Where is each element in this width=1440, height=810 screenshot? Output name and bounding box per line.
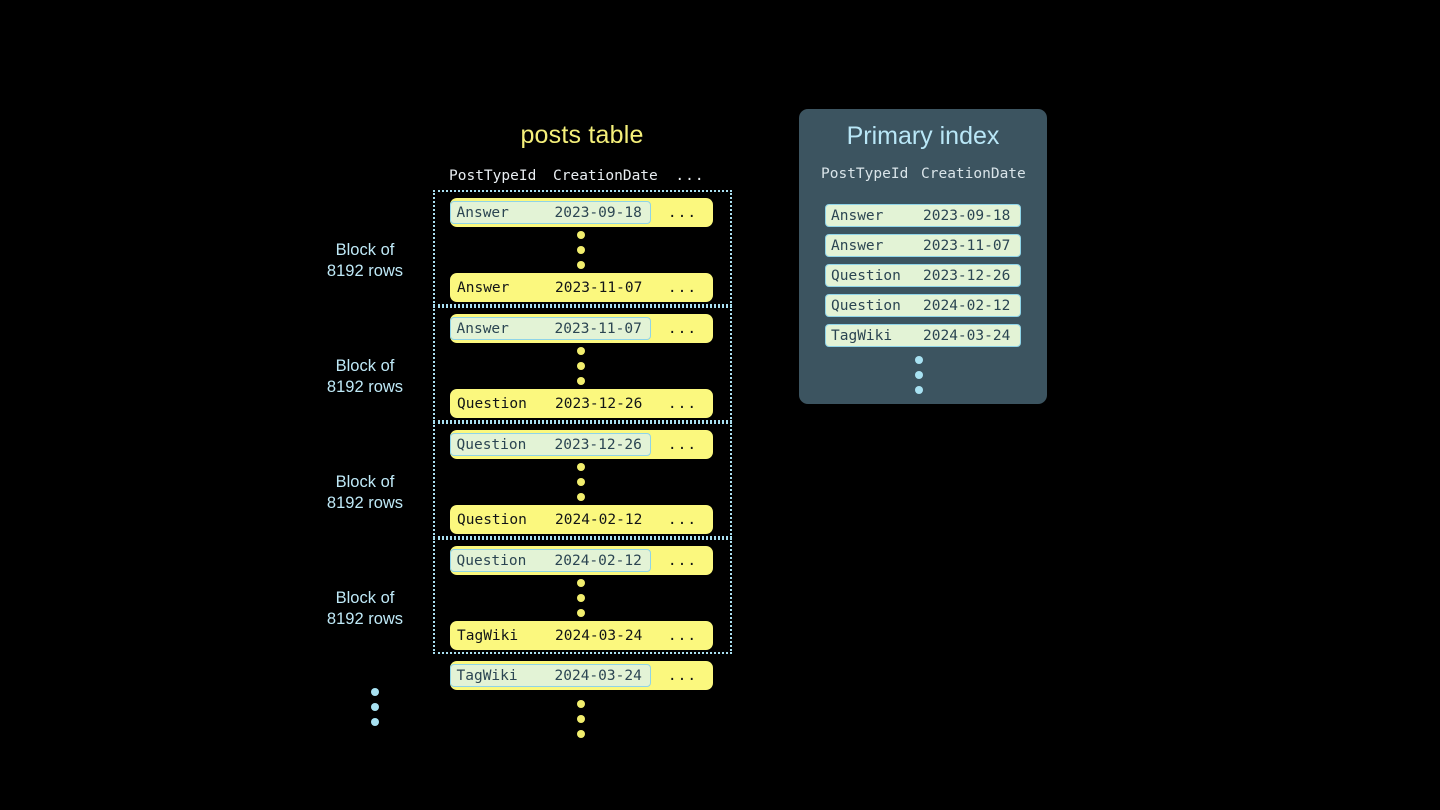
table-continuation-dots bbox=[577, 700, 586, 745]
table-row[interactable]: Answer 2023-11-07 ... bbox=[450, 273, 713, 302]
cell-more: ... bbox=[667, 511, 698, 528]
index-cell-creationdate: 2023-11-07 bbox=[923, 237, 1011, 254]
cell-more: ... bbox=[667, 204, 698, 221]
column-header-posttypeid: PostTypeId bbox=[449, 168, 537, 184]
row-ellipsis-dots bbox=[577, 579, 586, 624]
row-ellipsis-dots bbox=[577, 347, 586, 392]
index-row[interactable]: Question 2024-02-12 bbox=[825, 294, 1021, 317]
cell-creationdate: 2023-11-07 bbox=[555, 279, 643, 296]
index-cell-creationdate: 2023-12-26 bbox=[923, 267, 1011, 284]
row-cells: Question 2024-02-12 bbox=[450, 508, 650, 531]
row-cells: Answer 2023-11-07 bbox=[450, 276, 650, 299]
cell-more: ... bbox=[667, 552, 698, 569]
index-cell-posttypeid: Answer bbox=[831, 237, 884, 254]
row-cells: TagWiki 2024-03-24 bbox=[450, 624, 650, 647]
block-4-label: Block of 8192 rows bbox=[300, 588, 430, 630]
cell-creationdate: 2023-12-26 bbox=[554, 436, 642, 453]
index-row[interactable]: TagWiki 2024-03-24 bbox=[825, 324, 1021, 347]
posts-table-column-headers: PostTypeId CreationDate ... bbox=[449, 165, 715, 187]
block-1-label-line2: 8192 rows bbox=[326, 262, 404, 280]
cell-more: ... bbox=[667, 320, 698, 337]
index-row[interactable]: Answer 2023-11-07 bbox=[825, 234, 1021, 257]
table-row[interactable]: Question 2024-02-12 ... bbox=[450, 505, 713, 534]
block-1-label: Block of 8192 rows bbox=[300, 240, 430, 282]
index-cell-creationdate: 2024-03-24 bbox=[923, 327, 1011, 344]
table-block-1: Block of 8192 rows bbox=[327, 190, 732, 306]
table-row[interactable]: Question 2023-12-26 ... bbox=[450, 389, 713, 418]
index-cell-creationdate: 2023-09-18 bbox=[923, 207, 1011, 224]
table-block-4: Block of 8192 rows bbox=[327, 538, 732, 654]
row-cells: Answer 2023-09-18 bbox=[450, 201, 651, 224]
cell-posttypeid: Answer bbox=[456, 204, 509, 221]
index-cell-creationdate: 2024-02-12 bbox=[923, 297, 1011, 314]
cell-creationdate: 2023-12-26 bbox=[555, 395, 643, 412]
index-continuation-dots bbox=[915, 356, 924, 401]
cell-posttypeid: Question bbox=[457, 395, 527, 412]
cell-posttypeid: Answer bbox=[457, 279, 510, 296]
cell-more: ... bbox=[667, 436, 698, 453]
index-column-header-creationdate: CreationDate bbox=[921, 166, 1026, 182]
block-3-label-line1: Block of bbox=[335, 473, 395, 491]
table-row[interactable]: TagWiki 2024-03-24 ... bbox=[450, 621, 713, 650]
index-cell-posttypeid: Question bbox=[831, 267, 901, 284]
block-2-label-line2: 8192 rows bbox=[326, 378, 404, 396]
cell-more: ... bbox=[667, 627, 698, 644]
block-2-label-line1: Block of bbox=[335, 357, 395, 375]
cell-more: ... bbox=[667, 395, 698, 412]
row-ellipsis-dots bbox=[577, 231, 586, 276]
index-row[interactable]: Answer 2023-09-18 bbox=[825, 204, 1021, 227]
column-header-more: ... bbox=[675, 168, 705, 184]
cell-creationdate: 2024-03-24 bbox=[555, 627, 643, 644]
table-row[interactable]: Answer 2023-11-07 ... bbox=[450, 314, 713, 343]
index-column-header-posttypeid: PostTypeId bbox=[821, 166, 909, 182]
row-cells: Question 2023-12-26 bbox=[450, 433, 651, 456]
table-row[interactable]: Question 2023-12-26 ... bbox=[450, 430, 713, 459]
cell-creationdate: 2023-11-07 bbox=[554, 320, 642, 337]
index-cell-posttypeid: Question bbox=[831, 297, 901, 314]
block-1-label-line1: Block of bbox=[335, 241, 395, 259]
index-row[interactable]: Question 2023-12-26 bbox=[825, 264, 1021, 287]
primary-index-column-headers: PostTypeId CreationDate bbox=[821, 166, 1031, 182]
primary-index-panel: Primary index PostTypeId CreationDate An… bbox=[799, 109, 1047, 404]
block-4-label-line1: Block of bbox=[335, 589, 395, 607]
cell-more: ... bbox=[667, 279, 698, 296]
cell-posttypeid: TagWiki bbox=[457, 627, 519, 644]
row-cells: Question 2024-02-12 bbox=[450, 549, 651, 572]
table-block-2: Block of 8192 rows bbox=[327, 306, 732, 422]
posts-table-title: posts table bbox=[520, 121, 644, 149]
column-header-creationdate: CreationDate bbox=[553, 168, 658, 184]
table-block-3: Block of 8192 rows bbox=[327, 422, 732, 538]
cell-posttypeid: Question bbox=[456, 436, 527, 453]
cell-posttypeid: Question bbox=[456, 552, 527, 569]
table-row[interactable]: Answer 2023-09-18 ... bbox=[450, 198, 713, 227]
table-row[interactable]: TagWiki 2024-03-24 ... bbox=[450, 661, 713, 690]
cell-creationdate: 2024-02-12 bbox=[554, 552, 642, 569]
table-row[interactable]: Question 2024-02-12 ... bbox=[450, 546, 713, 575]
cell-creationdate: 2024-03-24 bbox=[554, 667, 642, 684]
row-ellipsis-dots bbox=[577, 463, 586, 508]
cell-more: ... bbox=[667, 667, 698, 684]
block-3-label: Block of 8192 rows bbox=[300, 472, 430, 514]
cell-posttypeid: TagWiki bbox=[456, 667, 518, 684]
index-cell-posttypeid: Answer bbox=[831, 207, 884, 224]
blocks-continuation-dots bbox=[371, 688, 380, 733]
index-cell-posttypeid: TagWiki bbox=[831, 327, 893, 344]
cell-creationdate: 2024-02-12 bbox=[555, 511, 643, 528]
cell-posttypeid: Answer bbox=[456, 320, 509, 337]
block-4-label-line2: 8192 rows bbox=[326, 610, 404, 628]
block-3-label-line2: 8192 rows bbox=[326, 494, 404, 512]
cell-creationdate: 2023-09-18 bbox=[554, 204, 642, 221]
row-cells: TagWiki 2024-03-24 bbox=[450, 664, 651, 687]
row-cells: Question 2023-12-26 bbox=[450, 392, 650, 415]
cell-posttypeid: Question bbox=[457, 511, 527, 528]
primary-index-title: Primary index bbox=[846, 122, 1000, 150]
row-cells: Answer 2023-11-07 bbox=[450, 317, 651, 340]
block-2-label: Block of 8192 rows bbox=[300, 356, 430, 398]
